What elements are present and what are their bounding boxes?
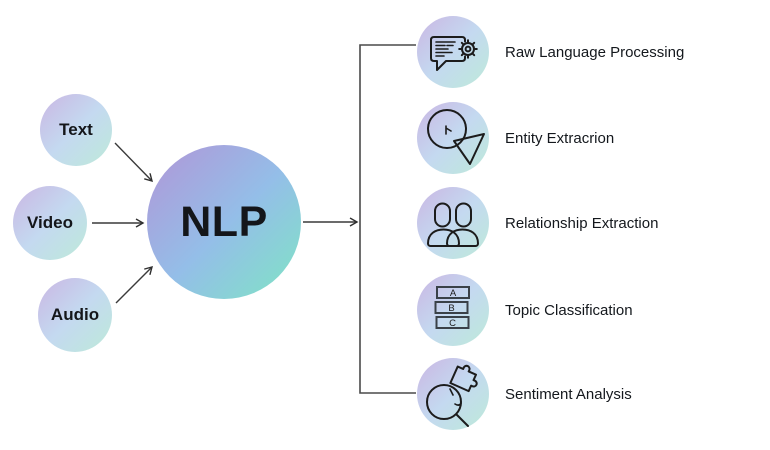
output-icon-circle	[417, 358, 489, 430]
output-icon-circle	[417, 187, 489, 259]
output-label: Sentiment Analysis	[505, 385, 632, 403]
abc-stacked-boxes-icon: A B C	[434, 286, 470, 329]
chat-bubble-gear-icon	[430, 36, 478, 71]
center-node-nlp-label: NLP	[180, 197, 268, 246]
output-label: Relationship Extraction	[505, 214, 659, 232]
output-label: Raw Language Processing	[505, 43, 685, 61]
input-node-audio: Audio	[38, 278, 112, 352]
output-icon-circle	[417, 102, 489, 174]
output-bracket	[359, 44, 416, 394]
box-letter-a: A	[450, 288, 457, 299]
output-label: Topic Classification	[505, 301, 633, 319]
output-row-topic-classification: A B C Topic Classification	[417, 274, 633, 346]
output-row-relationship-extraction: Relationship Extraction	[417, 187, 658, 259]
output-label: Entity Extracrion	[505, 129, 615, 147]
input-node-video: Video	[13, 186, 87, 260]
magnifier-face-puzzle-icon	[426, 364, 478, 427]
two-people-icon	[427, 202, 479, 247]
arrow-text-to-nlp	[114, 142, 152, 181]
input-node-text-label: Text	[59, 120, 93, 139]
box-letter-c: C	[449, 318, 456, 329]
output-row-raw-language-processing: Raw Language Processing	[417, 16, 684, 88]
circle-triangle-cursor-icon	[427, 109, 485, 165]
output-row-entity-extraction: Entity Extracrion	[417, 102, 614, 174]
input-node-audio-label: Audio	[50, 305, 100, 324]
output-icon-circle	[417, 16, 489, 88]
input-node-video-label: Video	[27, 213, 73, 232]
box-letter-b: B	[448, 303, 454, 314]
center-node-nlp: NLP	[147, 145, 301, 299]
output-icon-circle: A B C	[417, 274, 489, 346]
output-row-sentiment-analysis: Sentiment Analysis	[417, 358, 632, 430]
input-node-text: Text	[40, 94, 112, 166]
arrow-audio-to-nlp	[115, 267, 152, 304]
